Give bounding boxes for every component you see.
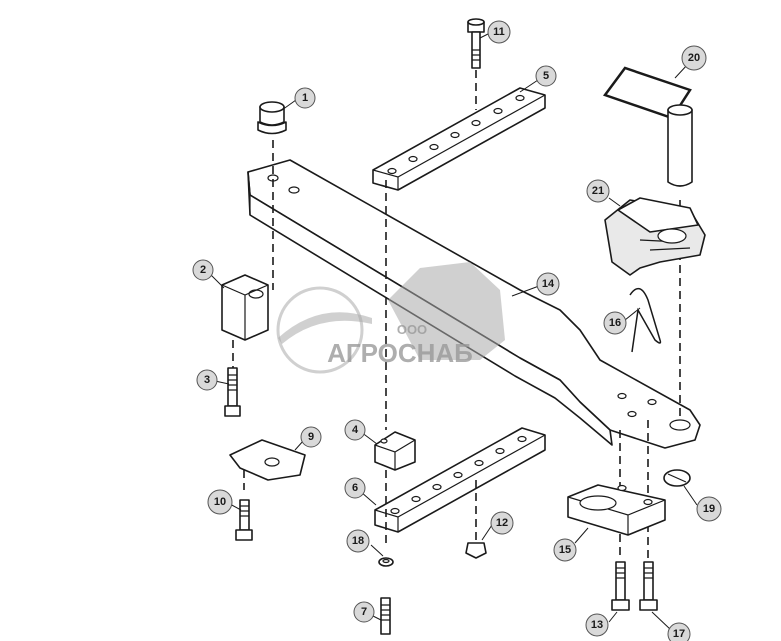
callout-19: 19 bbox=[696, 496, 722, 522]
svg-text:18: 18 bbox=[352, 535, 364, 547]
svg-text:17: 17 bbox=[673, 628, 685, 640]
callout-9: 9 bbox=[300, 426, 322, 448]
lower-strap bbox=[374, 427, 546, 533]
part-2-bracket bbox=[221, 274, 269, 341]
callout-13: 13 bbox=[585, 613, 609, 637]
part-21-latch bbox=[604, 197, 706, 276]
callout-7: 7 bbox=[353, 601, 375, 623]
part-11-bolt bbox=[467, 18, 485, 69]
callout-1: 1 bbox=[294, 87, 316, 109]
part-20-hitch-pin bbox=[602, 66, 693, 187]
svg-text:3: 3 bbox=[204, 374, 210, 386]
upper-strap bbox=[372, 87, 546, 191]
part-4-block bbox=[374, 431, 416, 471]
part-15-clevis bbox=[567, 484, 666, 536]
svg-text:16: 16 bbox=[609, 317, 621, 329]
callout-17: 17 bbox=[667, 622, 691, 641]
part-12-nut bbox=[465, 542, 487, 559]
part-9-plate bbox=[229, 439, 306, 481]
callout-6: 6 bbox=[344, 477, 366, 499]
part-17-bolt bbox=[639, 561, 658, 611]
callout-10: 10 bbox=[207, 489, 233, 515]
callout-11: 11 bbox=[487, 20, 511, 44]
callout-12: 12 bbox=[490, 511, 514, 535]
svg-text:2: 2 bbox=[200, 264, 206, 276]
callout-5: 5 bbox=[535, 65, 557, 87]
part-1-plug bbox=[257, 101, 287, 135]
part-19-cap bbox=[663, 469, 691, 487]
callout-16: 16 bbox=[603, 311, 627, 335]
svg-text:13: 13 bbox=[591, 619, 603, 631]
part-18-nut bbox=[378, 557, 394, 567]
svg-text:7: 7 bbox=[361, 606, 367, 618]
svg-text:20: 20 bbox=[688, 52, 700, 64]
svg-text:10: 10 bbox=[214, 496, 226, 508]
watermark-brand: АГРОСНАБ bbox=[327, 338, 473, 368]
callout-2: 2 bbox=[192, 259, 214, 281]
part-7-bolt bbox=[380, 597, 391, 635]
svg-text:6: 6 bbox=[352, 482, 358, 494]
svg-text:1: 1 bbox=[302, 92, 308, 104]
svg-text:5: 5 bbox=[543, 70, 549, 82]
callout-18: 18 bbox=[346, 529, 370, 553]
callout-15: 15 bbox=[553, 538, 577, 562]
watermark-prefix: ООО bbox=[397, 322, 427, 337]
part-10-bolt bbox=[235, 499, 253, 541]
part-13-bolt bbox=[611, 561, 630, 611]
callout-14: 14 bbox=[536, 272, 560, 296]
svg-text:15: 15 bbox=[559, 544, 571, 556]
svg-text:14: 14 bbox=[542, 278, 555, 290]
part-3-bolt bbox=[224, 367, 241, 417]
callout-3: 3 bbox=[196, 369, 218, 391]
svg-text:4: 4 bbox=[352, 424, 359, 436]
svg-text:11: 11 bbox=[493, 26, 505, 38]
callout-20: 20 bbox=[681, 45, 707, 71]
svg-text:12: 12 bbox=[496, 517, 508, 529]
callout-21: 21 bbox=[586, 179, 610, 203]
svg-text:9: 9 bbox=[308, 431, 314, 443]
company-watermark: ООО АГРОСНАБ bbox=[276, 262, 505, 374]
callout-4: 4 bbox=[344, 419, 366, 441]
svg-text:21: 21 bbox=[592, 185, 604, 197]
svg-text:19: 19 bbox=[703, 503, 715, 515]
part-16-spring-clip bbox=[629, 287, 662, 353]
